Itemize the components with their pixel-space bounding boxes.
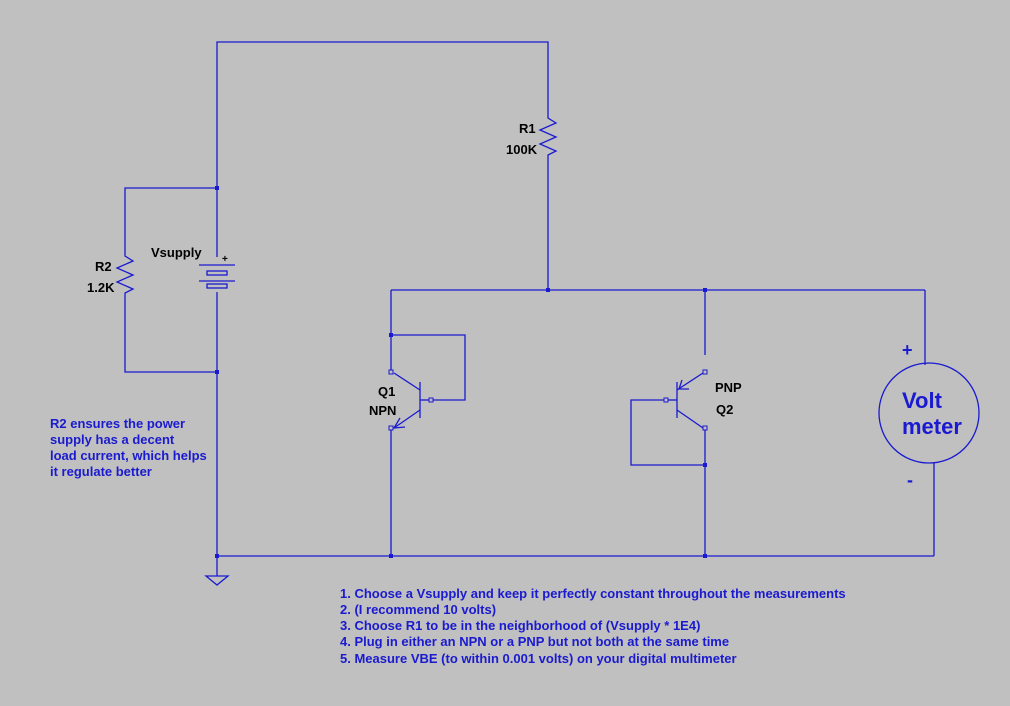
junction-dot [215,186,219,190]
voltmeter-label-line2: meter [902,414,962,439]
wire-top [216,41,549,257]
q2-name: Q2 [716,402,733,417]
junction-dot [215,370,219,374]
resistor-r1-zigzag [538,110,558,160]
vsupply-name: Vsupply [151,245,202,260]
wire-q1-base-tie [391,334,466,401]
instruction-line: 3. Choose R1 to be in the neighborhood o… [340,618,700,633]
q1-emitter-lead [393,409,421,429]
wire-r2-top [124,187,217,250]
voltmeter: Volt meter + - [878,340,980,490]
instruction-line: 4. Plug in either an NPN or a PNP but no… [340,634,729,649]
wire-q2-base-tie [630,399,705,466]
junction-dot [703,554,707,558]
r1-name: R1 [519,121,536,136]
q2-pin [702,425,708,431]
instruction-line: 2. (I recommend 10 volts) [340,602,496,617]
instruction-line: 5. Measure VBE (to within 0.001 volts) o… [340,651,737,666]
junction-dot [389,333,393,337]
side-note: R2 ensures the power supply has a decent… [50,416,207,479]
q1-emitter-arrow [392,417,406,429]
battery-plate-short [206,283,228,289]
resistor-r2: R2 1.2K [87,250,135,298]
transistor-q1-npn: Q1 NPN [369,369,434,431]
voltmeter-minus: - [907,470,913,490]
transistor-q2-pnp: PNP Q2 [663,369,742,431]
junction-dot [703,288,707,292]
vsupply-plus: + [222,254,228,265]
instructions: 1. Choose a Vsupply and keep it perfectl… [340,586,846,666]
q2-type: PNP [715,380,742,395]
ground-triangle [204,575,230,586]
ground-icon [204,575,230,586]
q2-pin [663,397,669,403]
q1-pin [428,397,434,403]
wires [124,41,935,576]
q2-emitter-lead [676,372,704,391]
resistor-r2-zigzag [115,250,135,298]
r1-value: 100K [506,142,538,157]
side-note-line: it regulate better [50,464,152,479]
voltmeter-label-line1: Volt [902,388,943,413]
voltmeter-body [878,362,980,464]
side-note-line: load current, which helps [50,448,207,463]
q1-name: Q1 [378,384,395,399]
junction-dot [703,463,707,467]
battery-vsupply: Vsupply + [151,245,235,289]
q2-collector-lead [676,409,704,429]
voltmeter-plus: + [902,340,913,360]
side-note-line: supply has a decent [50,432,175,447]
r2-value: 1.2K [87,280,115,295]
q1-collector-lead [393,372,421,391]
junctions [215,186,707,558]
q2-emitter-arrow [678,379,689,390]
junction-dot [389,554,393,558]
battery-plate-short [206,270,228,276]
q1-type: NPN [369,403,396,418]
resistor-r1: R1 100K [506,110,558,160]
wire-r2-bottom [124,298,217,373]
instruction-line: 1. Choose a Vsupply and keep it perfectl… [340,586,846,601]
q1-pin [388,369,394,375]
r2-name: R2 [95,259,112,274]
q2-pin [702,369,708,375]
q1-pin [388,425,394,431]
junction-dot [215,554,219,558]
side-note-line: R2 ensures the power [50,416,185,431]
junction-dot [546,288,550,292]
